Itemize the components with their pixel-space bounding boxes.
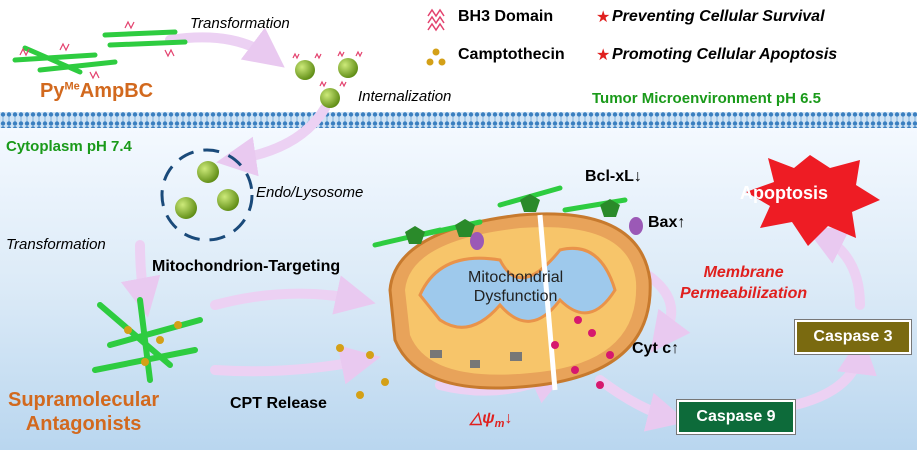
arrow-mito-targeting <box>210 275 376 315</box>
arrow-transformation-top <box>165 27 285 68</box>
arrow-up-icon: ↑ <box>677 214 686 231</box>
arrow-caspase9-to-caspase3 <box>790 334 877 410</box>
nanoparticles-endosome <box>175 161 239 219</box>
endo-lysosome-membrane <box>160 148 254 242</box>
flow-arrows <box>120 27 877 432</box>
apoptosis-burst <box>746 155 880 246</box>
cpt-molecules <box>336 344 389 399</box>
legend-bh3-label: BH3 Domain <box>458 8 554 25</box>
legend-effect-1: Preventing Cellular Survival <box>612 8 825 25</box>
mito-crack <box>537 214 558 391</box>
caspase3-box: Caspase 3 <box>795 320 911 354</box>
arrow-cpt-release <box>210 345 381 385</box>
bax-proteins <box>470 217 643 250</box>
arrow-up-icon: ↑ <box>671 340 680 357</box>
label-transformation-left: Transformation <box>6 236 106 253</box>
legend-effect-2: Promoting Cellular Apoptosis <box>612 46 838 63</box>
star-icon: ★ <box>596 47 611 64</box>
label-apoptosis: Apoptosis <box>740 183 828 203</box>
label-cpt-release: CPT Release <box>230 395 327 412</box>
arrow-to-caspase9 <box>595 375 688 432</box>
cytc-molecules <box>551 316 614 389</box>
arrow-transformation-left <box>120 240 161 318</box>
legend-bh3-glyph <box>427 8 445 32</box>
extracellular-area <box>0 0 917 112</box>
label-endo-lysosome: Endo/Lysosome <box>256 184 364 201</box>
supramolecular-cpt <box>124 321 182 366</box>
bclxl-proteins <box>405 194 620 244</box>
fiber-bundle-top <box>12 29 188 75</box>
label-cytoplasm: Cytoplasm pH 7.4 <box>6 138 132 155</box>
star-icon: ★ <box>596 9 611 26</box>
legend-cpt-glyph <box>426 48 446 66</box>
label-psi-m: △ψm↓ <box>470 410 513 431</box>
mito-debris <box>430 350 522 368</box>
legend-cpt-label: Camptothecin <box>458 46 565 63</box>
compound-name: PyMeAmpBC <box>40 80 154 102</box>
bh3-squiggles-top <box>19 20 175 80</box>
label-internalization: Internalization <box>358 88 452 105</box>
nanoparticles-outside <box>295 58 358 108</box>
arrow-internalization <box>216 103 330 177</box>
mitochondrion <box>388 212 652 391</box>
arrow-down-icon: ↓ <box>504 410 513 427</box>
label-bax: Bax↑ <box>648 214 686 231</box>
supramolecular-network <box>92 297 203 383</box>
cell-membrane <box>0 112 917 128</box>
label-tumor-env: Tumor Microenvironment pH 6.5 <box>592 90 821 107</box>
arrow-down-icon: ↓ <box>633 168 642 185</box>
label-cytc: Cyt c↑ <box>632 340 680 357</box>
label-transformation-top: Transformation <box>190 15 290 32</box>
label-mito-targeting: Mitochondrion-Targeting <box>152 258 341 275</box>
label-bclxl: Bcl-xL↓ <box>585 168 642 185</box>
caspase9-box: Caspase 9 <box>677 400 795 434</box>
arrow-caspase3-to-apoptosis <box>805 227 865 310</box>
